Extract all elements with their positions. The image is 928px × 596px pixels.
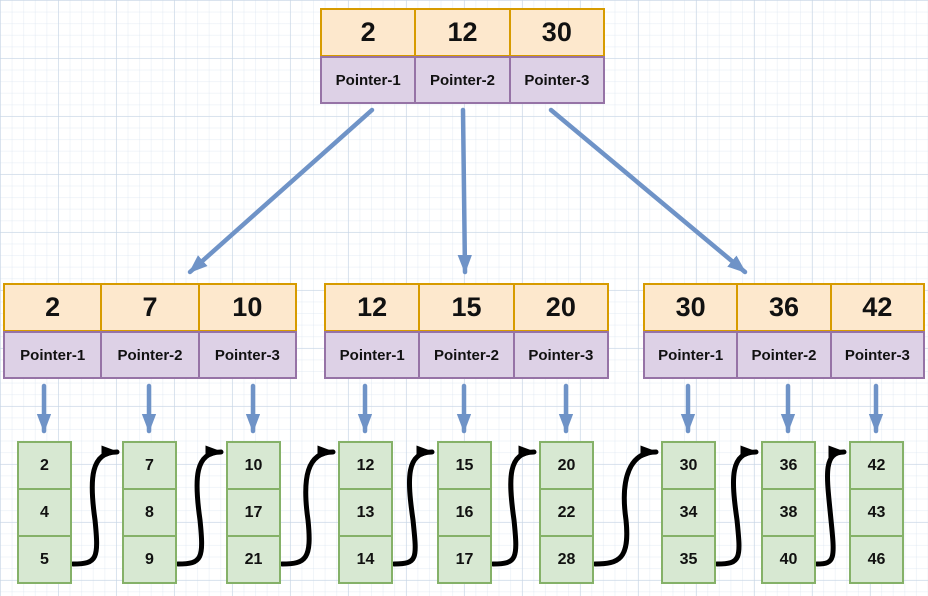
root-pointer-1: Pointer-1 [320,56,417,104]
leaf-block-8: 36 38 40 [761,441,816,584]
internal-node-2-pointer-2: Pointer-2 [418,331,515,379]
leaf-1-value-2: 4 [17,488,72,537]
leaf-8-value-3: 40 [761,535,816,584]
leaf-2-value-3: 9 [122,535,177,584]
leaf-8-value-1: 36 [761,441,816,490]
root-child-arrows [187,107,748,275]
arrow-leaf-1-to-2 [70,445,120,567]
arrow-leaf-7-to-8 [714,445,759,567]
internal-node-2-keys-row: 12 15 20 [324,283,609,332]
internal-node-3-key-1: 30 [643,283,739,332]
internal-node-1-pointer-3: Pointer-3 [197,331,297,379]
arrow-leaf-4-to-5 [391,445,435,567]
arrow-leaf-8-to-9 [814,445,847,567]
arrow-leaf-6-to-7 [592,445,659,567]
root-key-2: 12 [414,8,511,57]
internal-node-3: 30 36 42 Pointer-1 Pointer-2 Pointer-3 [643,283,925,379]
internal-node-1-pointer-1: Pointer-1 [3,331,103,379]
leaf-2-value-2: 8 [122,488,177,537]
root-node: 2 12 30 Pointer-1 Pointer-2 Pointer-3 [320,8,605,104]
root-pointer-2: Pointer-2 [414,56,511,104]
internal-node-2: 12 15 20 Pointer-1 Pointer-2 Pointer-3 [324,283,609,379]
leaf-4-value-3: 14 [338,535,393,584]
internal-node-3-keys-row: 30 36 42 [643,283,925,332]
arrow-root-to-child-1 [187,107,375,275]
internal-node-1-pointers-row: Pointer-1 Pointer-2 Pointer-3 [3,331,297,379]
root-key-3: 30 [508,8,605,57]
leaf-2-value-1: 7 [122,441,177,490]
arrow-root-to-child-2 [457,107,472,275]
internal-node-2-key-1: 12 [324,283,421,332]
arrow-root-to-child-3 [548,107,748,275]
pointer-leaf-arrows [36,383,884,434]
leaf-6-value-2: 22 [539,488,594,537]
leaf-9-value-1: 42 [849,441,904,490]
leaf-3-value-3: 21 [226,535,281,584]
leaf-1-value-1: 2 [17,441,72,490]
leaf-block-9: 42 43 46 [849,441,904,584]
internal-node-3-key-2: 36 [736,283,832,332]
root-pointers-row: Pointer-1 Pointer-2 Pointer-3 [320,56,605,104]
leaf-5-value-1: 15 [437,441,492,490]
leaf-block-3: 10 17 21 [226,441,281,584]
leaf-3-value-1: 10 [226,441,281,490]
arrow-leaf-3-to-4 [279,445,336,567]
leaf-7-value-3: 35 [661,535,716,584]
internal-node-1-pointer-2: Pointer-2 [100,331,200,379]
leaf-3-value-2: 17 [226,488,281,537]
leaf-7-value-2: 34 [661,488,716,537]
arrow-leaf-2-to-3 [175,445,224,567]
leaf-6-value-1: 20 [539,441,594,490]
leaf-6-value-3: 28 [539,535,594,584]
leaf-block-7: 30 34 35 [661,441,716,584]
internal-node-1-key-2: 7 [100,283,200,332]
internal-node-3-pointer-1: Pointer-1 [643,331,739,379]
internal-node-3-pointer-2: Pointer-2 [736,331,832,379]
internal-node-3-key-3: 42 [829,283,925,332]
internal-node-1-key-1: 2 [3,283,103,332]
internal-node-3-pointer-3: Pointer-3 [829,331,925,379]
leaf-9-value-3: 46 [849,535,904,584]
root-pointer-3: Pointer-3 [508,56,605,104]
internal-node-1-key-3: 10 [197,283,297,332]
leaf-block-6: 20 22 28 [539,441,594,584]
internal-node-2-pointer-3: Pointer-3 [512,331,609,379]
root-key-1: 2 [320,8,417,57]
leaf-block-1: 2 4 5 [17,441,72,584]
internal-node-3-pointers-row: Pointer-1 Pointer-2 Pointer-3 [643,331,925,379]
leaf-block-4: 12 13 14 [338,441,393,584]
internal-node-2-pointers-row: Pointer-1 Pointer-2 Pointer-3 [324,331,609,379]
leaf-5-value-3: 17 [437,535,492,584]
leaf-block-2: 7 8 9 [122,441,177,584]
internal-node-2-key-3: 20 [512,283,609,332]
internal-node-1: 2 7 10 Pointer-1 Pointer-2 Pointer-3 [3,283,297,379]
root-keys-row: 2 12 30 [320,8,605,57]
leaf-9-value-2: 43 [849,488,904,537]
leaf-5-value-2: 16 [437,488,492,537]
arrow-leaf-5-to-6 [490,445,537,567]
internal-node-1-keys-row: 2 7 10 [3,283,297,332]
leaf-1-value-3: 5 [17,535,72,584]
leaf-4-value-1: 12 [338,441,393,490]
internal-node-2-pointer-1: Pointer-1 [324,331,421,379]
leaf-8-value-2: 38 [761,488,816,537]
leaf-block-5: 15 16 17 [437,441,492,584]
internal-node-2-key-2: 15 [418,283,515,332]
leaf-7-value-1: 30 [661,441,716,490]
leaf-4-value-2: 13 [338,488,393,537]
